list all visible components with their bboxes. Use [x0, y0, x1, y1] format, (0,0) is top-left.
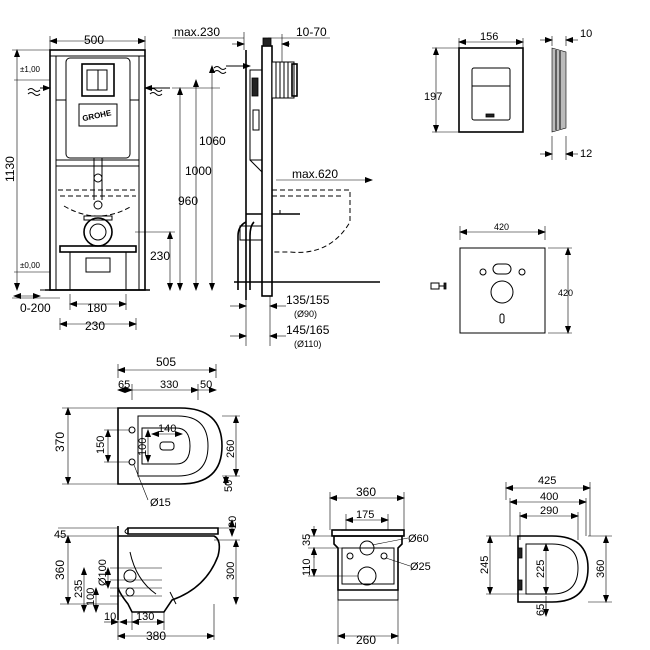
dim-10: 10: [104, 611, 116, 623]
dim-110: 110: [301, 558, 313, 576]
dim-d25: Ø25: [410, 561, 431, 573]
dim-100: 100: [85, 588, 97, 606]
dim-plate-thickness: 12: [580, 148, 592, 160]
dim-plate-depth: 10: [580, 28, 592, 40]
dim-hole-diameter: Ø15: [150, 497, 171, 509]
dim-175: 175: [356, 509, 374, 521]
bowl-top-view: 505 65 330 50 370 150 100 140: [53, 355, 240, 509]
dim-20: 20: [227, 516, 239, 528]
frame-front-view: 500 GROHE: [3, 33, 226, 333]
dim-seat-65: 65: [535, 604, 547, 616]
dim-seat-360: 360: [595, 560, 607, 578]
dim-150: 150: [95, 436, 107, 454]
dim-235: 235: [73, 580, 85, 598]
dim-145-165: 145/165: [286, 323, 330, 337]
toilet-seat: 425 400 290 245 225 360 65: [479, 475, 612, 617]
dim-380: 380: [146, 629, 166, 643]
dim-bowl-length: 505: [156, 355, 176, 369]
dim-260: 260: [225, 440, 237, 458]
dim-seat-400: 400: [540, 491, 558, 503]
dim-wall-range: 10-70: [296, 25, 327, 39]
dim-rear-width: 360: [356, 485, 376, 499]
level-top-label: ±1,00: [20, 65, 41, 74]
dim-360: 360: [53, 560, 67, 580]
dim-100-inner: 100: [137, 438, 149, 456]
dim-300: 300: [225, 562, 237, 580]
dim-140: 140: [158, 423, 176, 435]
grohe-logo: GROHE: [82, 108, 113, 123]
dim-max-230: max.230: [174, 25, 220, 39]
dim-d60: Ø60: [408, 533, 429, 545]
dim-d110: (Ø110): [294, 339, 321, 349]
dim-35: 35: [301, 534, 313, 546]
dim-960: 960: [178, 194, 198, 208]
dim-50-top: 50: [200, 379, 212, 391]
flush-plate-side-view: 10 12: [540, 28, 592, 160]
level-floor-label: ±0,00: [20, 261, 41, 270]
dim-d90: (Ø90): [294, 309, 317, 319]
dim-plate-width: 156: [480, 31, 498, 43]
dim-0-200: 0-200: [20, 301, 51, 315]
bowl-side-view: 45 20 360 Ø100 235 100 300 10 130 380: [53, 516, 240, 643]
frame-side-view: max.230 10-70: [172, 25, 380, 349]
dim-1060: 1060: [199, 134, 226, 148]
dim-rear-260: 260: [356, 633, 376, 647]
dim-45: 45: [54, 529, 66, 541]
dim-seat-245: 245: [479, 556, 491, 574]
dim-plate-height: 197: [424, 91, 442, 103]
dim-seat-290: 290: [540, 505, 558, 517]
dim-1000: 1000: [185, 164, 212, 178]
dim-pad-height: 420: [558, 288, 573, 298]
dim-seat-225: 225: [535, 560, 547, 578]
dim-330: 330: [160, 379, 178, 391]
flush-plate-front-view: 156 197: [424, 31, 524, 133]
dim-130: 130: [136, 611, 154, 623]
bowl-rear-view: 360 175 35 110 Ø60 Ø25 260: [301, 485, 431, 647]
dim-370: 370: [53, 432, 67, 452]
dim-d100: Ø100: [97, 559, 109, 586]
dim-frame-width: 500: [84, 33, 104, 47]
dim-pad-width: 420: [494, 222, 509, 232]
dim-drain-height: 230: [150, 249, 170, 263]
dim-total-height: 1130: [3, 156, 17, 182]
flush-plate-profile-icon: [271, 61, 298, 99]
dim-135-155: 135/155: [286, 293, 330, 307]
dim-65: 65: [118, 379, 130, 391]
dim-max-620: max.620: [292, 167, 338, 181]
dim-230-bottom: 230: [85, 319, 105, 333]
dim-seat-425: 425: [538, 475, 556, 487]
mounting-screw-icon: [430, 282, 447, 290]
dim-50-side: 50: [223, 480, 235, 492]
soundproof-pad: 420 420: [430, 222, 573, 334]
dim-180: 180: [87, 301, 107, 315]
